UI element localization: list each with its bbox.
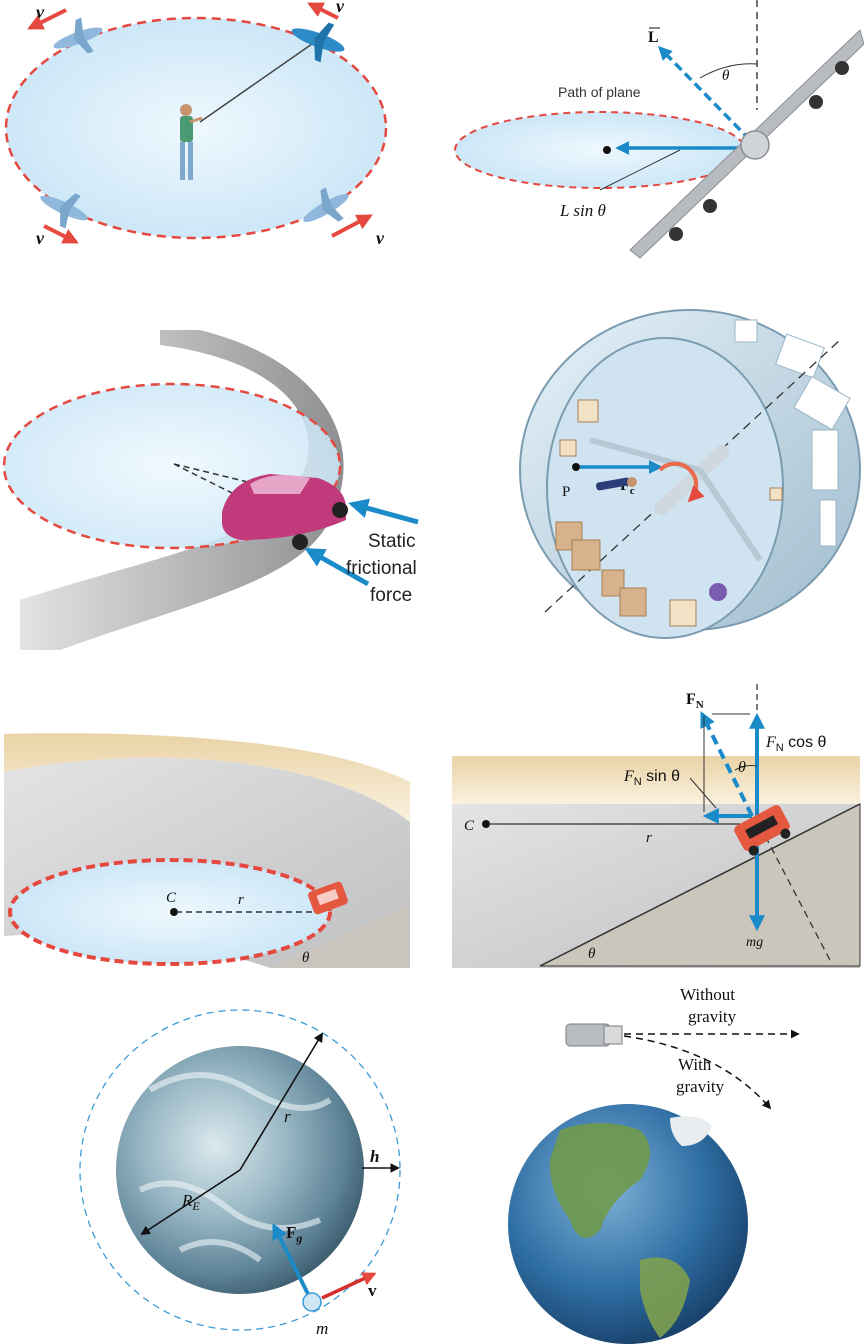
plane-path [454,111,746,189]
velocity-label-bottom-right: v [376,228,385,248]
spoke-2 [697,468,763,562]
height-h-label: h [370,1147,379,1166]
theta-label: θ [722,68,730,84]
fn-sin-label: FN sin θ [623,768,680,788]
panel-plane-on-wire: v v v v [4,0,388,248]
panel-car-curve: Static frictional force [2,330,419,650]
circular-path [4,16,388,240]
with-gravity-line-2: gravity [676,1077,725,1096]
banking-wall [452,756,860,804]
panel-space-station: P Fc [519,309,861,639]
center-c-point [482,820,490,828]
velocity-arrow-top-right [307,2,339,20]
rotation-arrow [658,461,705,503]
banked-airplane [629,29,864,259]
panel-force-diagram: θ C r FN FN cos θ FN sin θ θ mg [452,684,861,968]
satellite-craft [565,1023,623,1047]
center-c-point [170,908,178,916]
fn-sin-leader [689,777,717,809]
normal-force-vector [700,711,754,817]
earth-radius-label: RE [181,1191,200,1213]
axle [655,445,729,515]
radius-r-label: r [284,1107,291,1126]
fn-cos-label: FN cos θ [765,734,827,754]
velocity-arrow-bottom-right [331,214,373,238]
curved-path [623,1035,772,1110]
lsin-leader [599,149,681,191]
pink-car [222,474,348,550]
velocity-label-top-right: v [336,0,345,16]
plane-bottom-left [40,193,88,229]
theta-arc [699,63,758,79]
curved-road [20,330,344,650]
outer-wall [4,733,410,822]
lift-label: L [648,29,659,46]
plane-top-right [291,22,345,63]
path-of-plane-label: Path of plane [558,84,641,100]
gravity-force-arrow [272,1223,312,1299]
incline-edge [539,803,861,967]
earth-radius-line [140,1169,241,1236]
lift-vector [658,45,752,142]
center-c-label: C [166,890,177,906]
panel-banked-track: C r θ [4,733,410,968]
guide-wire [199,43,313,123]
theta-label: θ [738,759,746,776]
path-center-point [603,146,611,154]
lsin-label: L sin θ [559,201,606,220]
radius-line-2 [173,463,243,499]
panel-gravity-trajectory: Without gravity With gravity [508,985,800,1344]
without-gravity-line-2: gravity [688,1007,737,1026]
radius-r-line [239,1032,323,1171]
race-car [308,881,348,915]
force-car [734,805,791,856]
velocity-arrow-bottom-left [43,224,79,244]
radius-line-1 [173,463,257,485]
weight-label: mg [746,935,763,950]
velocity-arrow-top-left [27,8,67,30]
friction-label-line-1: Static [368,531,416,552]
friction-arrow-lower [304,547,370,587]
continent-north-america [549,1123,650,1238]
person-lying [596,477,637,491]
friction-arrow-upper [348,498,419,525]
velocity-arrow [321,1272,377,1300]
center-c-label: C [464,818,475,834]
mass-label: m [316,1319,328,1338]
drum-windows [734,319,851,547]
furniture [555,399,783,627]
satellite [302,1292,322,1312]
velocity-label-bottom-left: v [36,228,45,248]
perpendicular-dashed [759,825,833,965]
radius-label: r [646,830,652,846]
drum-inner [546,337,784,639]
orbit-circle [79,1009,401,1331]
earth-clouds [138,1072,332,1263]
friction-label-line-2: frictional [346,558,417,579]
velocity-label-top-left: v [36,2,45,22]
plane-top-left [53,17,103,54]
theta-label: θ [302,950,310,966]
gravity-force-label: Fg [286,1223,302,1245]
normal-force-label: FN [686,691,704,711]
continent-greenland [670,1116,712,1146]
purple-object [709,583,727,601]
theta-bottom-label: θ [588,946,596,962]
with-gravity-line-1: With [678,1055,712,1074]
person-figure [180,104,203,180]
embankment [270,904,410,968]
theta-arc [734,765,758,771]
plane-bottom-right [303,187,349,222]
radius-label: r [238,892,244,908]
point-p [572,463,580,471]
continent-south-america [640,1257,690,1338]
point-p-label: P [562,484,570,500]
friction-label-line-3: force [370,585,412,606]
velocity-label: v [368,1281,377,1300]
without-gravity-line-1: Without [680,985,735,1004]
panel-banked-plane: Path of plane θ L L sin θ [454,0,864,259]
panel-satellite-orbit: r h RE Fg v m [79,1009,401,1338]
